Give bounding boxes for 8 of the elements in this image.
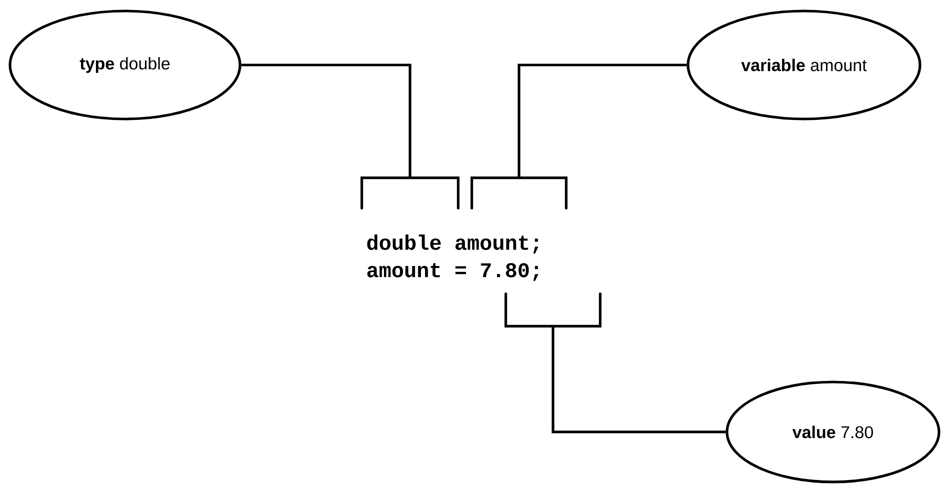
leader-line [241, 64, 412, 178]
bracket [360, 176, 460, 210]
leader-line [552, 326, 726, 434]
code-line: double amount; [367, 234, 538, 254]
leader-line [518, 64, 687, 178]
code-line: amount = 7.80; [367, 263, 538, 281]
bracket [504, 292, 602, 328]
bracket [470, 176, 568, 210]
